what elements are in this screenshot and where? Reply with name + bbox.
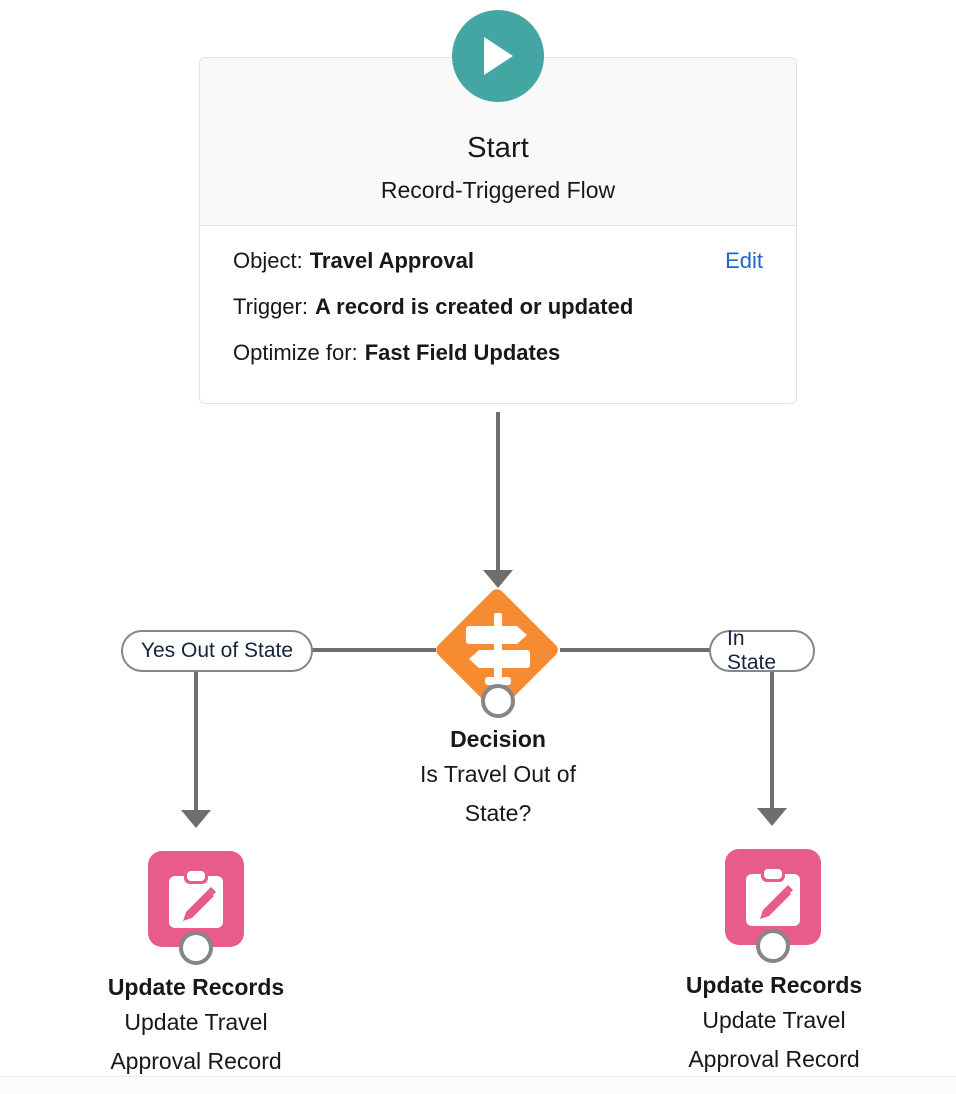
update-records-right-title: Update Records	[685, 972, 863, 998]
play-icon[interactable]	[452, 10, 544, 102]
update-records-left-icon[interactable]	[148, 851, 244, 947]
decision-node[interactable]	[433, 586, 561, 714]
connector-arrow-left-branch	[181, 810, 211, 828]
connector-arrow-start-to-decision	[483, 570, 513, 588]
start-node-subtitle: Record-Triggered Flow	[380, 177, 616, 204]
update-records-right-connector-handle[interactable]	[756, 929, 790, 963]
signpost-decision-icon	[466, 613, 530, 685]
start-detail-trigger: Trigger:A record is created or updated	[233, 296, 763, 318]
start-node-title: Start	[467, 131, 529, 164]
update-records-left-desc-line1: Update Travel	[124, 1009, 268, 1036]
start-detail-optimize-label: Optimize for:	[233, 340, 358, 365]
decision-description-line2: State?	[464, 799, 532, 826]
start-detail-object-label: Object:	[233, 248, 303, 273]
update-records-right-label-group: Update Records Update Travel Approval Re…	[624, 970, 924, 1078]
decision-connector-handle[interactable]	[481, 684, 515, 718]
connector-right-branch-vertical	[770, 672, 774, 812]
start-node-details: Object:Travel Approval Trigger:A record …	[200, 226, 796, 364]
update-records-right-desc-line1: Update Travel	[702, 1007, 846, 1034]
start-detail-trigger-label: Trigger:	[233, 294, 308, 319]
decision-label-group: Decision Is Travel Out of State?	[348, 724, 648, 832]
decision-title: Decision	[450, 726, 546, 752]
start-detail-object-value: Travel Approval	[309, 248, 474, 273]
connector-left-branch-vertical	[194, 672, 198, 814]
branch-pill-in-state-label: In State	[727, 627, 777, 674]
start-node-card[interactable]: Start Record-Triggered Flow Object:Trave…	[199, 57, 797, 404]
update-records-left-connector-handle[interactable]	[179, 931, 213, 965]
start-detail-trigger-value: A record is created or updated	[314, 294, 634, 319]
decision-description-line1: Is Travel Out of	[420, 761, 576, 788]
start-detail-optimize: Optimize for:Fast Field Updates	[233, 342, 763, 364]
connector-decision-to-left-branch	[312, 648, 436, 652]
connector-arrow-right-branch	[757, 808, 787, 826]
clipboard-pencil-icon	[746, 866, 800, 926]
connector-decision-to-right-branch	[560, 648, 710, 652]
update-records-right-desc-line2: Approval Record	[688, 1045, 860, 1072]
bottom-strip	[0, 1077, 956, 1094]
start-detail-optimize-value: Fast Field Updates	[364, 340, 561, 365]
update-records-left-label-group: Update Records Update Travel Approval Re…	[46, 972, 346, 1080]
start-detail-object: Object:Travel Approval	[233, 250, 763, 272]
branch-pill-in-state[interactable]: In State	[709, 627, 815, 674]
update-records-left-title: Update Records	[107, 974, 285, 1000]
start-edit-link[interactable]: Edit	[725, 248, 763, 273]
update-records-left-desc-line2: Approval Record	[110, 1047, 282, 1074]
connector-start-to-decision	[496, 412, 500, 575]
branch-pill-yes-out-of-state-label: Yes Out of State	[140, 639, 294, 662]
clipboard-pencil-icon	[169, 868, 223, 928]
branch-pill-yes-out-of-state[interactable]: Yes Out of State	[121, 630, 313, 672]
bottom-divider	[0, 1076, 956, 1077]
